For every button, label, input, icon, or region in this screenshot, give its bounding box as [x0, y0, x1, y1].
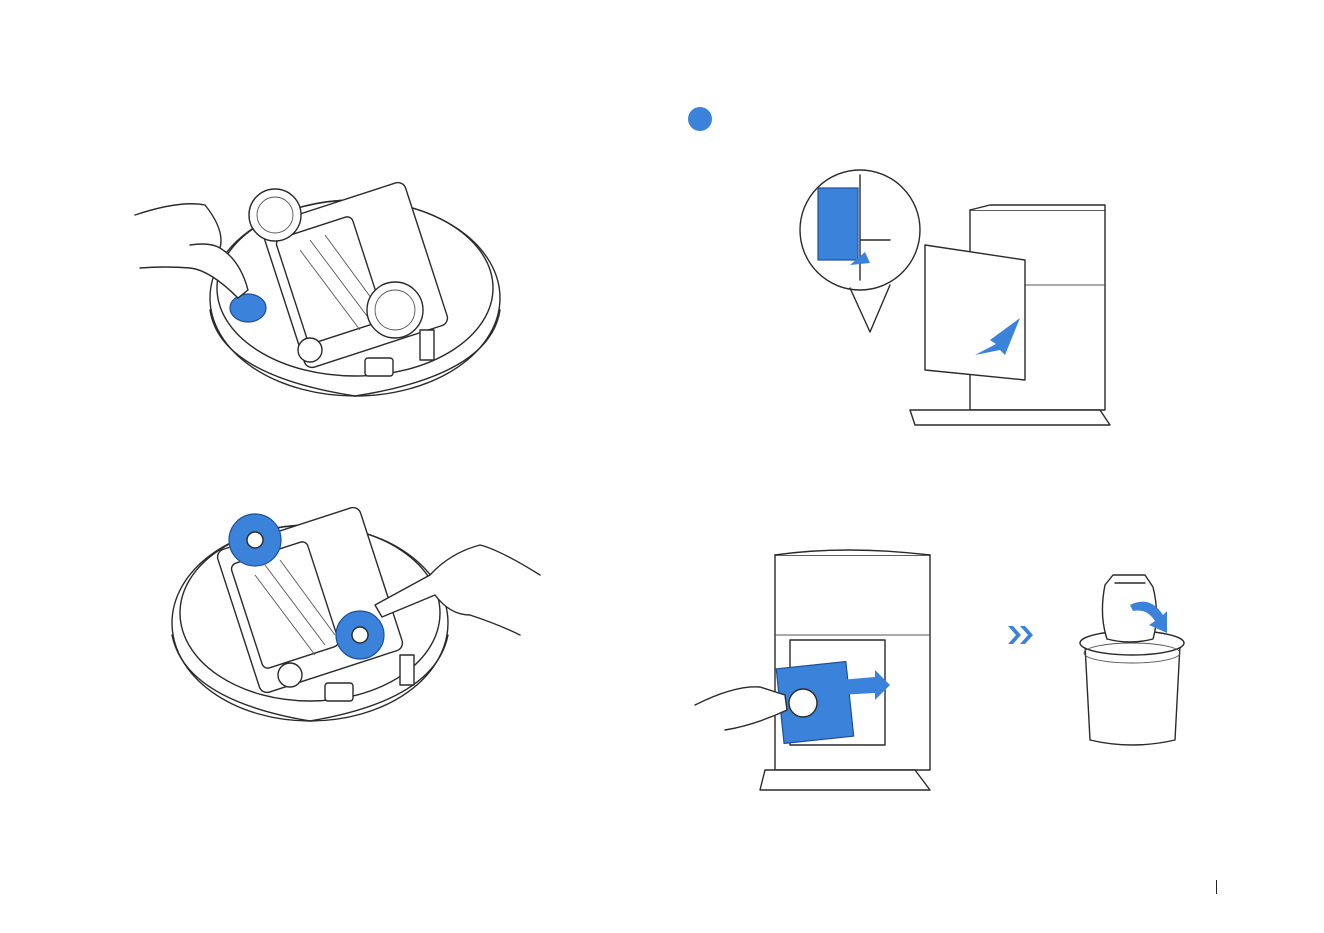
- station-cover-illustration: [800, 170, 1130, 435]
- station-dust-bag-illustration: [695, 545, 935, 800]
- robot-vacuum-underside-illustration: [130, 170, 510, 410]
- page-number-divider: [1216, 880, 1217, 894]
- robot-vacuum-wheels-illustration: [160, 495, 550, 735]
- double-chevron-right-icon: [1006, 624, 1036, 646]
- trash-bin-illustration: [1075, 575, 1190, 750]
- step-circle-icon: [688, 107, 712, 131]
